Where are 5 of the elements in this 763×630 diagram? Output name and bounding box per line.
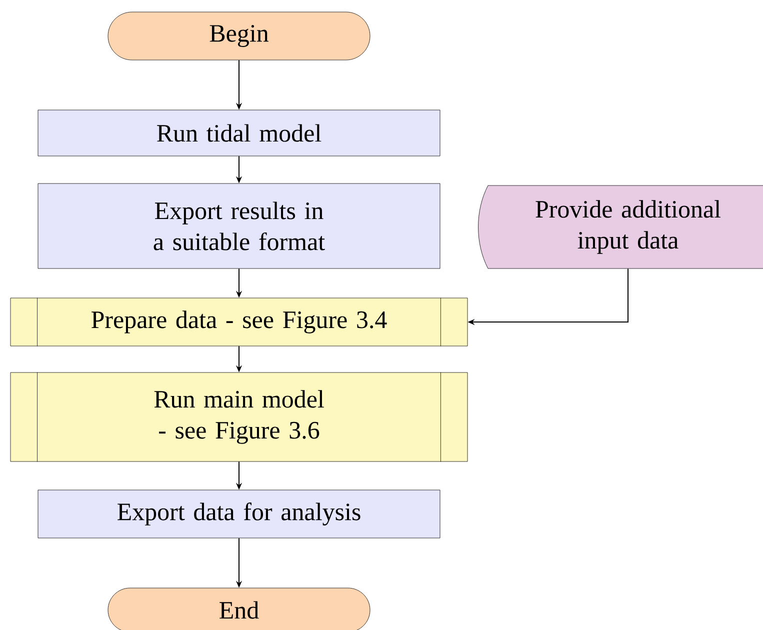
process-box: Run tidal model [38,110,440,156]
process-box: Export data for analysis [38,490,440,538]
subprocess-box: Prepare data - see Figure 3.4 [10,298,468,346]
subprocess-box: Run main model - see Figure 3.6 [10,372,468,462]
process-box: Export results in a suitable format [38,183,440,269]
